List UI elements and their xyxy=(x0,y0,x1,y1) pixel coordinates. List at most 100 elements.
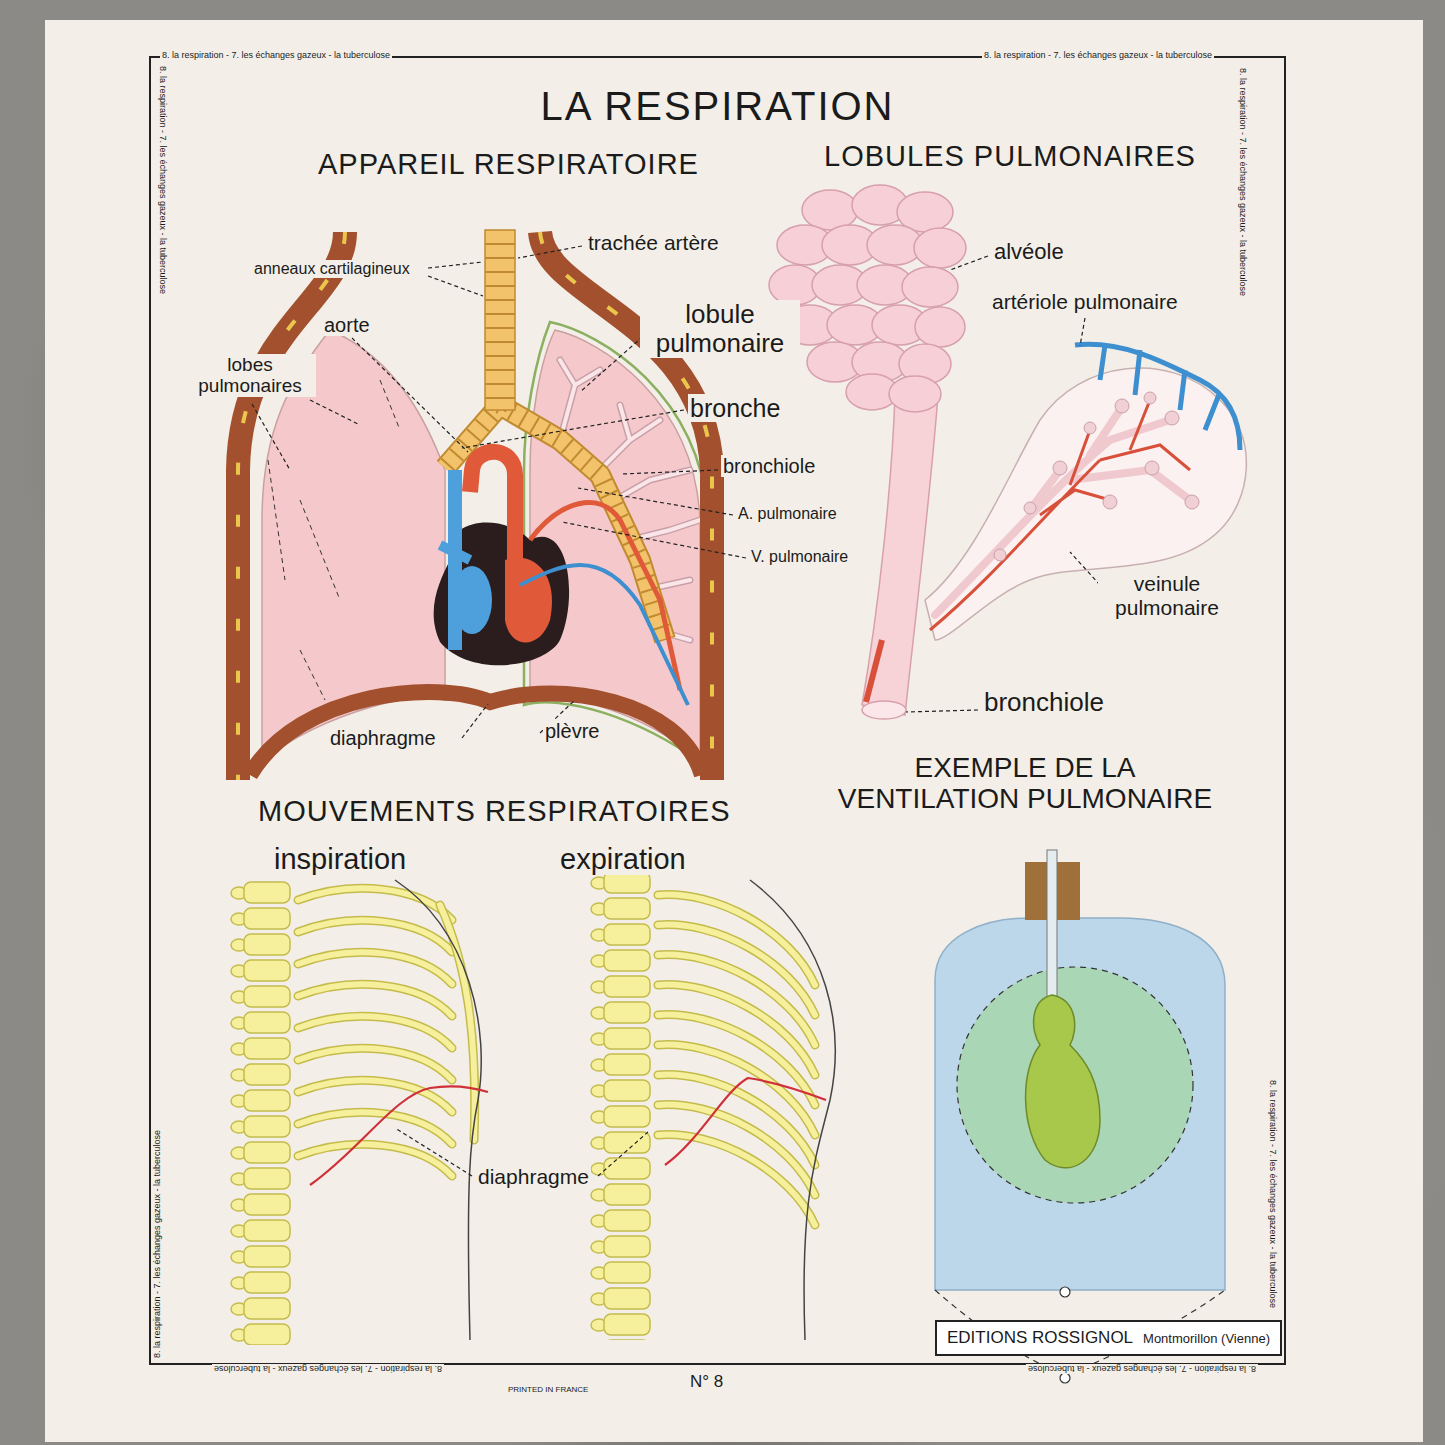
leader-lines-part xyxy=(462,704,488,738)
margin-strip: 8. la respiration - 7. les échanges gaze… xyxy=(152,1128,162,1360)
margin-strip: 8. la respiration - 7. les échanges gaze… xyxy=(212,1364,444,1374)
lobule-stem-part xyxy=(862,701,906,719)
part-label: lobule pulmonaire xyxy=(640,300,800,358)
leader-lines-part xyxy=(462,410,684,448)
leader-lines-part xyxy=(906,710,978,712)
part-label: A. pulmonaire xyxy=(736,505,839,523)
ribs-expiration-part xyxy=(658,895,815,1225)
margin-strip-slot: 8. la respiration - 7. les échanges gaze… xyxy=(1266,1078,1284,1310)
part-label-slot: bronchiole xyxy=(982,688,1106,717)
diaphragm-line-part xyxy=(665,1078,826,1165)
part-label-slot: lobule pulmonaire xyxy=(640,300,800,358)
part-label-slot: V. pulmonaire xyxy=(749,548,850,566)
leader-lines-part xyxy=(562,522,746,558)
part-label-slot: diaphragme xyxy=(476,1165,591,1189)
title-slot: LA RESPIRATION xyxy=(150,84,1285,129)
part-label: aorte xyxy=(322,314,372,336)
part-label: artériole pulmonaire xyxy=(990,290,1180,314)
bell-jar-part xyxy=(1026,995,1100,1168)
part-label: trachée artère xyxy=(586,231,721,255)
margin-strip-slot: 8. la respiration - 7. les échanges gaze… xyxy=(156,64,174,296)
margin-strip-slot: 8. la respiration - 7. les échanges gaze… xyxy=(1236,66,1254,298)
lobule-section-part-part xyxy=(1115,399,1129,413)
bell-jar-part xyxy=(935,918,1225,1290)
ribs-expiration xyxy=(658,895,815,1225)
section-heading: APPAREIL RESPIRATOIRE xyxy=(316,148,701,180)
heart-vessels-part xyxy=(470,452,515,560)
part-label: lobes pulmonaires xyxy=(184,354,316,397)
ribs-inspiration-part xyxy=(298,888,452,1176)
publisher-name: EDITIONS ROSSIGNOL xyxy=(947,1328,1133,1348)
leader-lines-part xyxy=(622,470,718,474)
chart-number-slot: N° 8 xyxy=(688,1372,725,1391)
part-label-slot: plèvre xyxy=(543,720,601,742)
lobule-section-part-part xyxy=(1144,392,1156,404)
chest-wall-part xyxy=(250,692,702,775)
lung-right-part xyxy=(560,360,700,640)
ribs-expiration-part-part xyxy=(658,1135,815,1225)
bell-jar-part xyxy=(1047,850,1057,1000)
ribs-inspiration-part-part xyxy=(298,888,452,920)
part-label: anneaux cartilagineux xyxy=(252,260,412,278)
part-label-slot: artériole pulmonaire xyxy=(990,290,1180,314)
ribs-inspiration-part-part xyxy=(298,888,452,920)
bell-jar-part xyxy=(1060,1287,1070,1297)
leader-lines-part xyxy=(428,262,483,268)
margin-strip-slot: 8. la respiration - 7. les échanges gaze… xyxy=(146,1128,164,1360)
lobule-stem-part xyxy=(862,395,938,715)
ribs-inspiration-part-part xyxy=(298,920,452,952)
ribs-inspiration xyxy=(298,888,475,1176)
lobule-stem-part xyxy=(866,640,882,702)
ribs-inspiration-part-part xyxy=(298,920,452,952)
section-heading: MOUVEMENTS RESPIRATOIRES xyxy=(256,795,733,827)
lobule-section-part-part xyxy=(1145,461,1159,475)
lung-left-part xyxy=(268,380,400,700)
poster-paper xyxy=(45,20,1423,1442)
bell-jar xyxy=(935,850,1225,1383)
body-outline-part xyxy=(750,880,835,1340)
part-label: diaphragme xyxy=(328,727,438,749)
part-label-slot: lobes pulmonaires xyxy=(184,354,316,397)
lobule-section-part-part xyxy=(1185,495,1199,509)
alveoli-cluster-part xyxy=(914,228,966,268)
margin-strip: 8. la respiration - 7. les échanges gaze… xyxy=(1268,1078,1278,1310)
heart-vessels xyxy=(434,452,688,705)
bell-jar-part xyxy=(957,967,1193,1203)
lobule-section-part xyxy=(1075,344,1240,450)
ribs-inspiration-part xyxy=(298,888,452,1176)
ribs-inspiration-part-part xyxy=(298,1080,452,1112)
margin-strip: 8. la respiration - 7. les échanges gaze… xyxy=(158,64,168,296)
alveoli-cluster xyxy=(769,185,966,412)
lung-right-part-part xyxy=(560,360,700,640)
leader-lines-part xyxy=(950,256,988,270)
lobule-section-part-part xyxy=(1024,502,1036,514)
poster-title: LA RESPIRATION xyxy=(538,84,896,129)
leader-lines-part xyxy=(428,276,483,296)
margin-strip: 8. la respiration - 7. les échanges gaze… xyxy=(1026,1364,1258,1374)
trachea-bronchi-part xyxy=(485,230,515,410)
part-label-slot: veinule pulmonaire xyxy=(1098,572,1236,619)
poster-paper-part xyxy=(45,20,1423,1442)
part-label-slot: anneaux cartilagineux xyxy=(252,260,412,278)
heart-vessels-part xyxy=(440,545,470,560)
part-label: bronchiole xyxy=(982,688,1106,717)
ribs-inspiration-part-part xyxy=(298,952,452,984)
lobule-section-part-part xyxy=(1165,411,1179,425)
ribs-inspiration-part-part xyxy=(298,984,452,1016)
part-label-slot: alvéole xyxy=(992,240,1066,265)
section-heading: inspiration xyxy=(272,843,408,875)
publisher-box: EDITIONS ROSSIGNOLMontmorillon (Vienne) xyxy=(935,1320,1282,1356)
alveoli-cluster-part xyxy=(902,267,958,307)
part-label: veinule pulmonaire xyxy=(1098,572,1236,619)
section-heading: LOBULES PULMONAIRES xyxy=(822,140,1198,172)
print-note: PRINTED IN FRANCE xyxy=(506,1386,590,1395)
lobule-section xyxy=(925,344,1246,640)
bell-jar-part xyxy=(1060,1373,1070,1383)
section-heading: EXEMPLE DE LA VENTILATION PULMONAIRE xyxy=(820,752,1230,815)
poster-paper-part xyxy=(150,57,1285,1364)
heart-vessels-part xyxy=(505,558,552,643)
body-outline xyxy=(395,880,835,1340)
part-label-slot: bronche xyxy=(688,394,782,422)
